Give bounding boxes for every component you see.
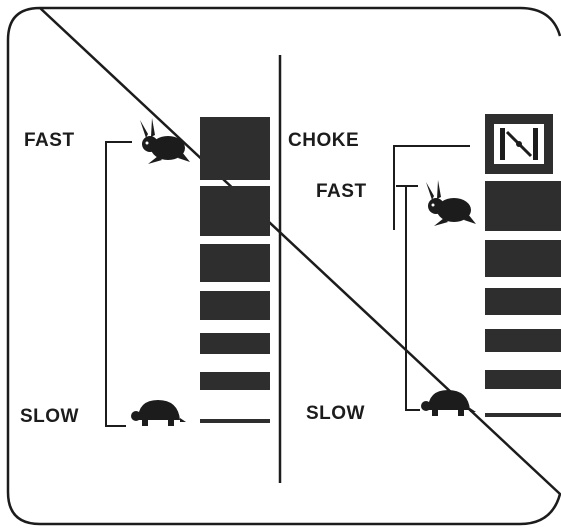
choke-label: CHOKE — [288, 130, 359, 151]
left-slow-label: SLOW — [20, 406, 79, 427]
choke-connector — [393, 145, 470, 230]
right-bar-2 — [485, 240, 561, 277]
outer-frame — [6, 6, 561, 526]
left-bar-6 — [200, 372, 270, 390]
left-bar-3 — [200, 244, 270, 282]
right-level-bars — [485, 181, 561, 417]
left-level-bars — [200, 117, 270, 423]
left-fast-label: FAST — [24, 130, 75, 151]
right-panel: CHOKE FAST SLOW — [288, 114, 561, 424]
left-range-bracket — [105, 141, 132, 427]
left-panel: FAST SLOW — [20, 117, 270, 427]
choke-valve-icon — [485, 114, 553, 174]
turtle-icon — [421, 390, 476, 416]
right-fast-label: FAST — [316, 181, 367, 202]
left-bar-2 — [200, 186, 270, 236]
turtle-icon — [131, 400, 186, 426]
rabbit-icon — [140, 118, 190, 164]
right-bar-5 — [485, 370, 561, 389]
right-bar-4 — [485, 329, 561, 352]
left-bar-1 — [200, 117, 270, 180]
right-bar-3 — [485, 288, 561, 315]
right-slow-label: SLOW — [306, 403, 365, 424]
left-bar-5 — [200, 333, 270, 354]
right-bar-6 — [485, 413, 561, 417]
rabbit-icon — [426, 180, 476, 226]
right-bar-1 — [485, 181, 561, 231]
right-range-bracket — [396, 185, 420, 411]
left-bar-7 — [200, 419, 270, 423]
left-bar-4 — [200, 291, 270, 320]
